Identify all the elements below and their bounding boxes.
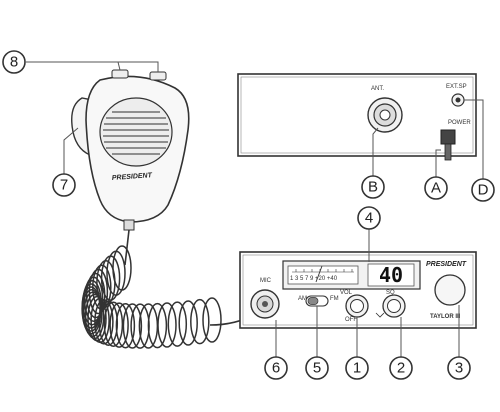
cable-coil-loop — [178, 300, 198, 346]
mic-brand-label: PRESIDENT — [112, 172, 153, 182]
callout-6: 6 — [264, 356, 288, 380]
coiled-cable — [81, 229, 263, 349]
callout-2: 2 — [389, 356, 413, 380]
cable-coil-loop — [167, 301, 188, 347]
mic-grille — [99, 97, 173, 167]
cable-coil-loop — [106, 250, 126, 296]
callout-label: 8 — [10, 54, 18, 71]
sq-label: SQ — [386, 290, 395, 296]
mic-up-button — [111, 69, 129, 79]
leader-lines — [26, 61, 484, 360]
callout-4: 4 — [357, 206, 381, 230]
mic-grille-slots — [103, 111, 169, 155]
mic-jack-label: MIC — [260, 278, 272, 284]
callout-7: 7 — [52, 173, 76, 197]
callout-label: 5 — [313, 360, 321, 377]
power-plug — [440, 129, 456, 145]
callout-5: 5 — [305, 356, 329, 380]
cable-coil-loop — [103, 301, 124, 348]
model-label: TAYLOR III — [430, 314, 461, 320]
cable-coil-loop — [115, 302, 136, 349]
s-meter — [287, 265, 359, 285]
cable-coil-loop — [202, 297, 222, 343]
power-label: POWER — [448, 120, 471, 126]
back-panel: ANT. EXT.SP POWER — [237, 73, 477, 161]
callout-d: D — [471, 178, 495, 202]
callout-label: 4 — [365, 210, 373, 227]
callout-label: 7 — [60, 177, 68, 194]
callout-label: 6 — [272, 360, 280, 377]
front-brand-label: PRESIDENT — [426, 261, 467, 268]
off-label: OFF — [345, 317, 357, 323]
cable-coil-loop — [147, 302, 168, 349]
callout-b: B — [361, 175, 385, 199]
squelch-mark-icon — [375, 312, 385, 318]
mic-down-button — [149, 71, 167, 81]
s-meter-scale: 1 3 5 7 9 +20 +40 — [290, 276, 338, 282]
s-meter-ticks — [292, 265, 354, 283]
cable-coil-loop — [88, 268, 109, 315]
callout-3: 3 — [447, 356, 471, 380]
callout-1: 1 — [345, 356, 369, 380]
cable-coil-loop — [98, 300, 119, 346]
microphone: PRESIDENT — [71, 69, 190, 231]
mic-cable-boot — [123, 219, 135, 231]
back-panel-body — [237, 73, 477, 157]
callout-label: 2 — [397, 360, 405, 377]
callout-label: 3 — [455, 360, 463, 377]
callout-label: A — [431, 180, 441, 197]
cable-coil-loop — [112, 245, 132, 291]
cable-coil-loop — [109, 302, 129, 348]
fm-label: FM — [330, 296, 339, 302]
callout-label: 1 — [353, 360, 361, 377]
channel-number: 40 — [379, 263, 403, 287]
ext-sp-label: EXT.SP — [446, 84, 467, 90]
callout-8: 8 — [2, 50, 26, 74]
callout-label: B — [368, 179, 378, 196]
cable-coil-loop — [157, 302, 177, 348]
cable-coil-loop — [122, 303, 143, 349]
callout-label: D — [478, 182, 489, 199]
ant-label: ANT. — [371, 86, 384, 92]
channel-display — [367, 263, 415, 287]
vol-label: VOL — [340, 290, 353, 296]
speaker-grille — [434, 274, 466, 306]
front-panel: 1 3 5 7 9 +20 +40 40 PRESIDENT TAYLOR II… — [239, 251, 477, 329]
cable-coil-loop — [94, 299, 114, 345]
am-label: AM — [298, 296, 307, 302]
cable-coils — [81, 245, 222, 349]
callout-a: A — [424, 176, 448, 200]
cable-coil-loop — [83, 291, 103, 338]
cable-coil-loop — [190, 298, 210, 345]
